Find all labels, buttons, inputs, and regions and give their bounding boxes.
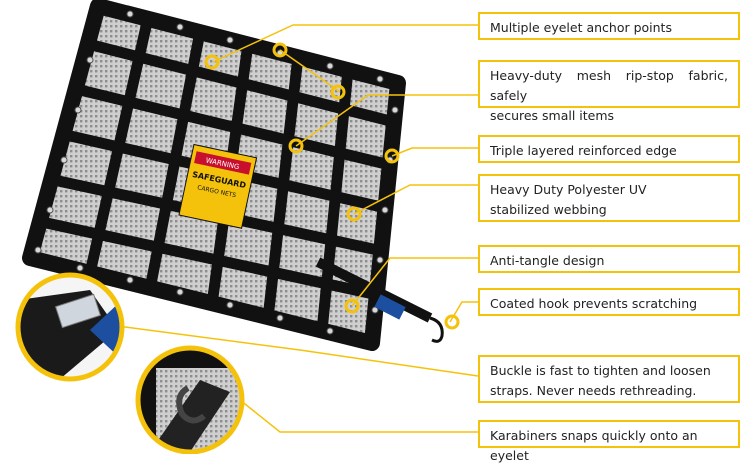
buckle-detail-image bbox=[15, 272, 125, 382]
product-label: WARNING SAFEGUARD CARGO NETS bbox=[178, 143, 258, 229]
callout-anti-tangle: Anti-tangle design bbox=[478, 245, 740, 273]
callout-markers bbox=[204, 42, 460, 330]
callout-text-line-1: Heavy-duty mesh rip-stop fabric, safely bbox=[490, 68, 728, 103]
cargo-net-illustration: WARNING SAFEGUARD CARGO NETS bbox=[15, 0, 479, 454]
callout-karabiners: Karabiners snaps quickly onto an eyelet bbox=[478, 420, 740, 463]
callout-text-line-2: stabilized webbing bbox=[490, 202, 607, 217]
callout-text: Multiple eyelet anchor points bbox=[490, 20, 672, 35]
callout-text: Triple layered reinforced edge bbox=[490, 143, 677, 158]
callout-uv-webbing: Heavy Duty Polyester UV stabilized webbi… bbox=[478, 174, 740, 222]
callout-buckle: Buckle is fast to tighten and loosen str… bbox=[478, 355, 740, 403]
callout-text: Coated hook prevents scratching bbox=[490, 296, 698, 311]
callout-text-line-1: Heavy Duty Polyester UV bbox=[490, 182, 647, 197]
callout-text-line-2: secures small items bbox=[490, 108, 615, 123]
callout-text: Anti-tangle design bbox=[490, 253, 605, 268]
callout-text: Karabiners snaps quickly onto an eyelet bbox=[490, 428, 698, 463]
tie-down-strap bbox=[315, 257, 444, 343]
callout-eyelet-anchor-points: Multiple eyelet anchor points bbox=[478, 12, 740, 40]
callout-text-line-2: straps. Never needs rethreading. bbox=[490, 383, 697, 398]
leader-lines bbox=[109, 24, 479, 433]
callout-text-line-1: Buckle is fast to tighten and loosen bbox=[490, 363, 711, 378]
karabiner-detail-image bbox=[135, 345, 245, 454]
callout-reinforced-edge: Triple layered reinforced edge bbox=[478, 135, 740, 163]
callout-coated-hook: Coated hook prevents scratching bbox=[478, 288, 740, 316]
product-infographic: WARNING SAFEGUARD CARGO NETS bbox=[15, 0, 740, 463]
callout-mesh-fabric: Heavy-duty mesh rip-stop fabric, safely … bbox=[478, 60, 740, 123]
